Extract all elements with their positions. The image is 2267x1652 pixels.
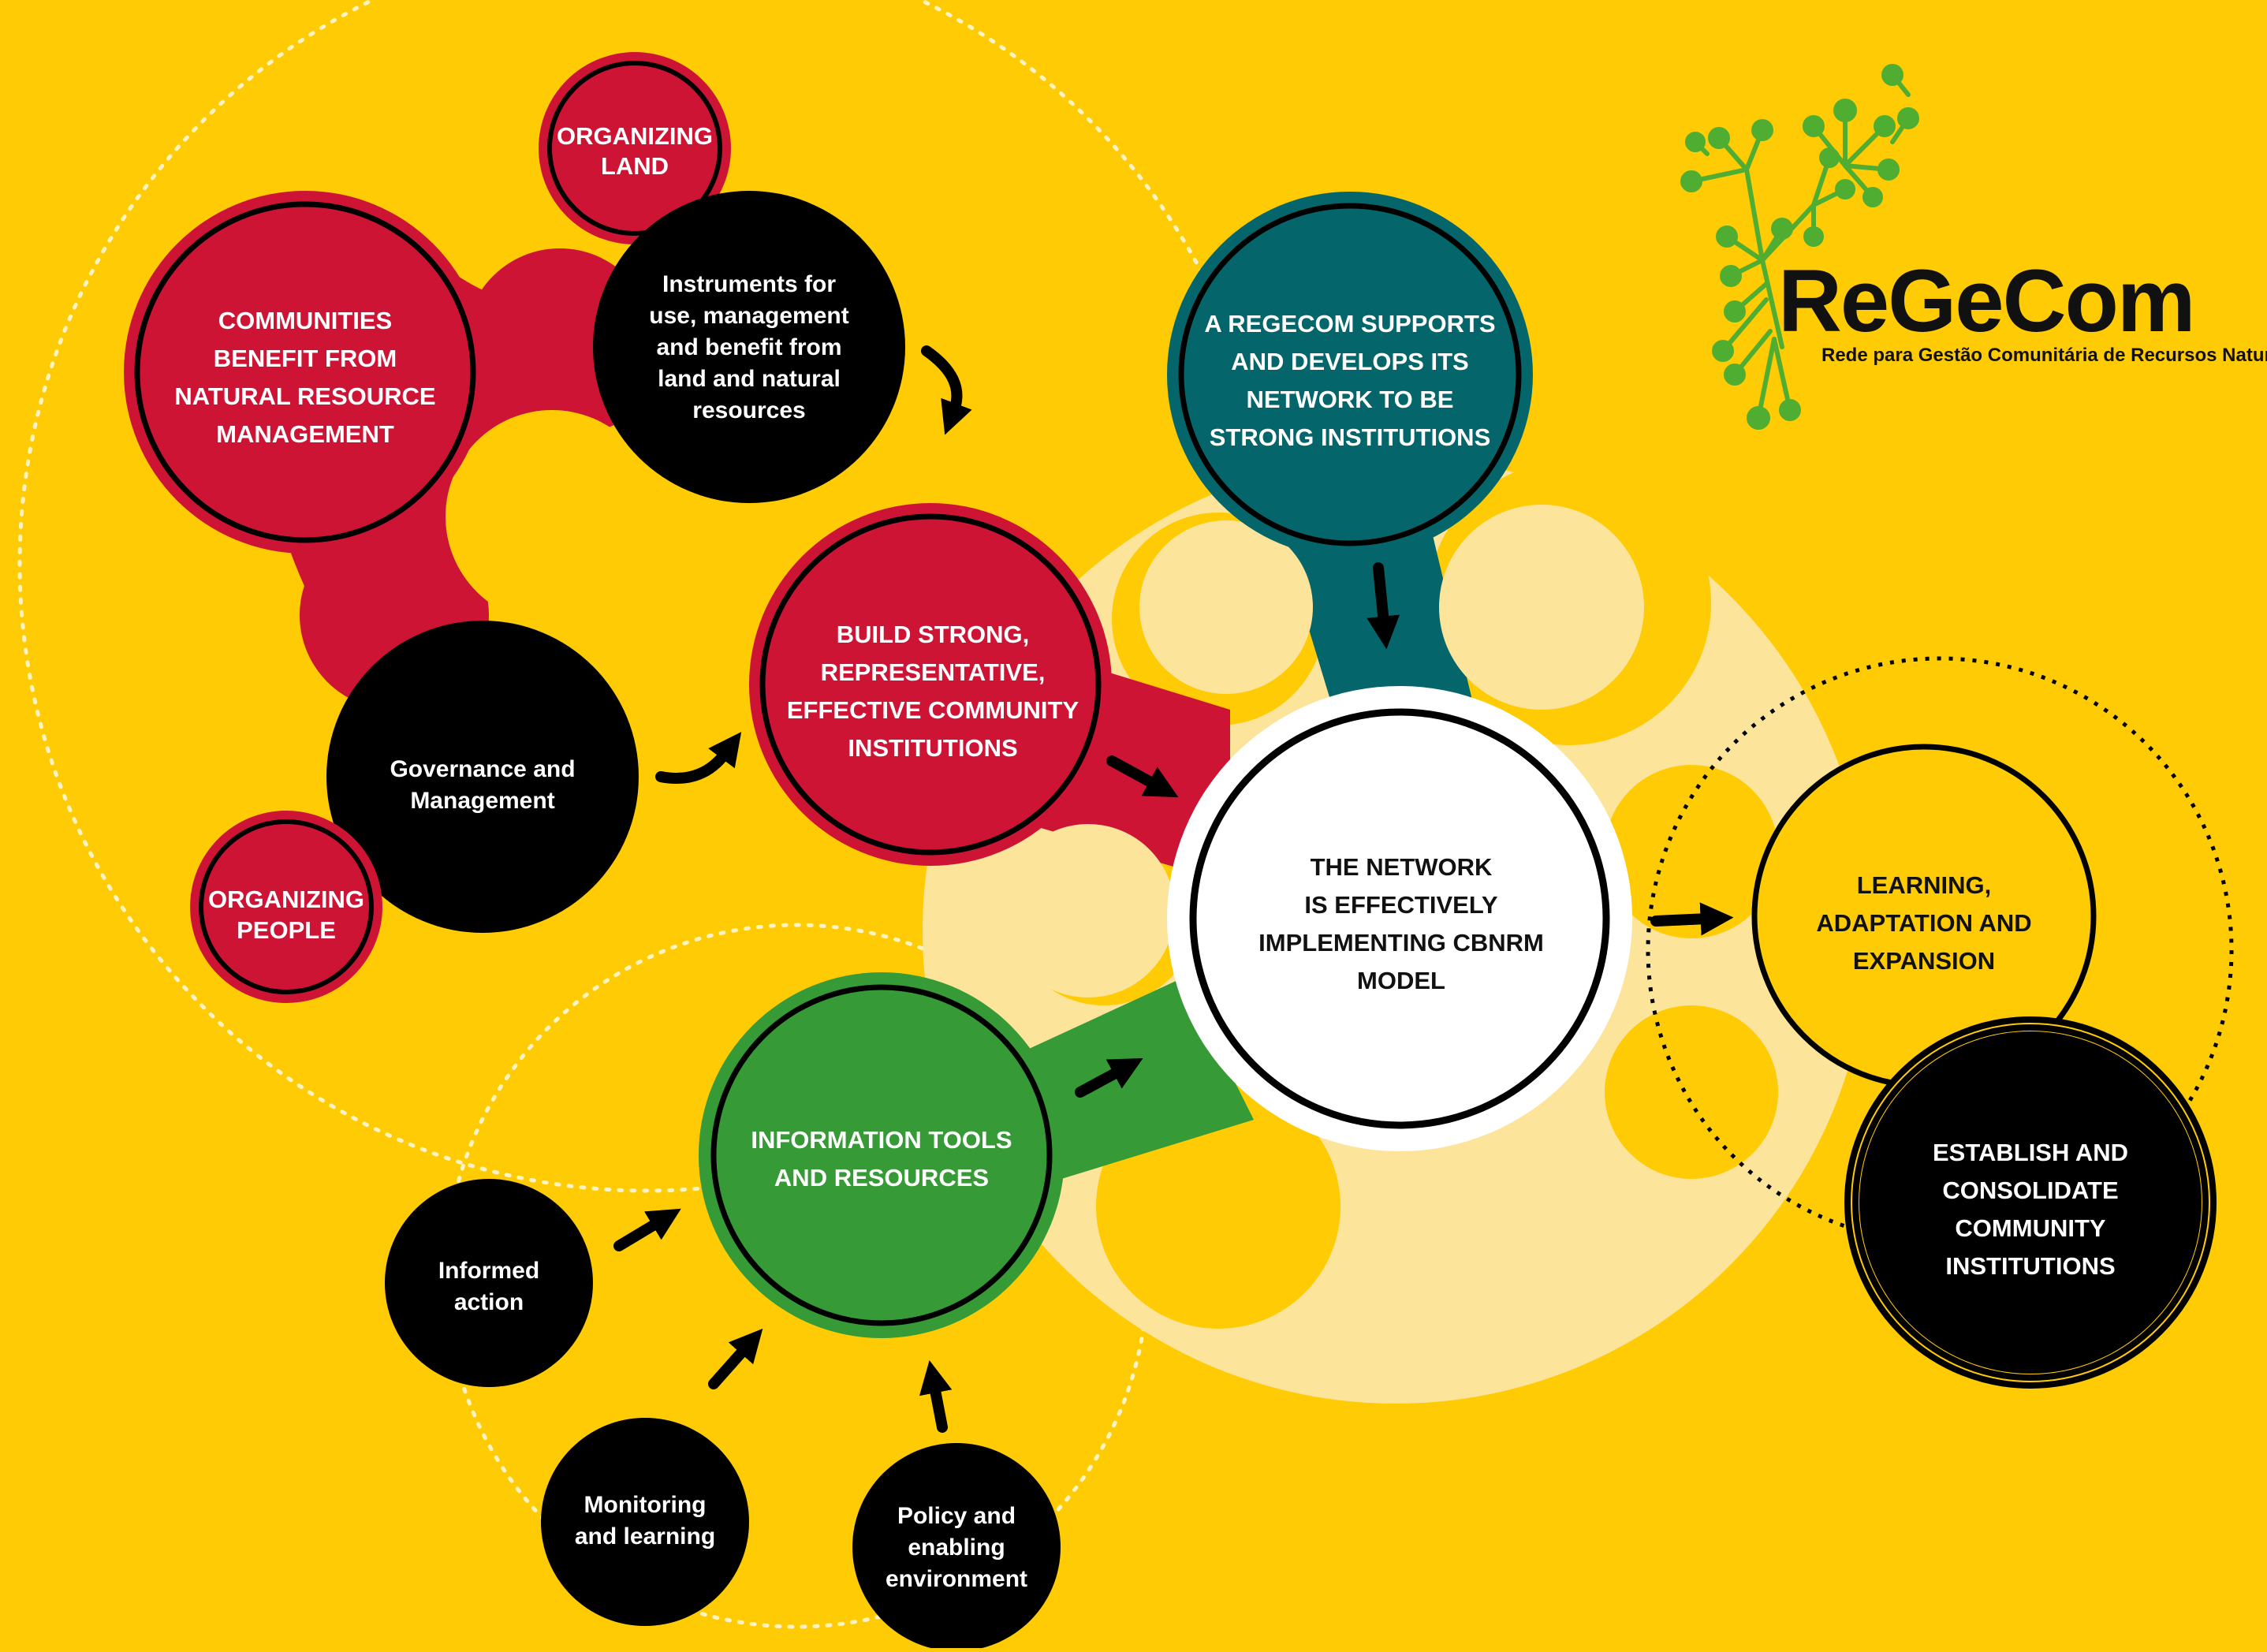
logo-wordmark: ReGeCom: [1778, 252, 2194, 350]
arrow-governance-right: [655, 732, 742, 784]
arrow-center-to-learning: [1650, 902, 1734, 936]
arrow-instruments-down: [921, 345, 972, 435]
logo: ReGeCom Rede para Gestão Comunitária de …: [1680, 64, 2267, 430]
teal-neck-hole-left: [1139, 520, 1313, 694]
bridge-hole: [1001, 824, 1175, 998]
arrow-build-to-center: [1106, 755, 1179, 798]
svg-text:BUILD STRONG,REPRESENTATIVE,EF: BUILD STRONG,REPRESENTATIVE,EFFECTIVE CO…: [787, 621, 1079, 762]
teal-neck-hole-right: [1439, 505, 1644, 710]
arrow-informed-to-info: [613, 1208, 681, 1251]
node-build-strong: BUILD STRONG,REPRESENTATIVE,EFFECTIVE CO…: [749, 503, 1112, 866]
guide-circle-right: [1646, 656, 2234, 1244]
arrow-teal-down: [1367, 562, 1400, 650]
logo-tagline: Rede para Gestão Comunitária de Recursos…: [1821, 345, 2267, 366]
sprout-burst-icon: [1680, 64, 1919, 430]
red-connector-hole: [446, 410, 658, 623]
arrow-policy-to-info: [919, 1360, 953, 1433]
arrow-monitoring-to-info: [708, 1328, 763, 1389]
arrow-info-to-center: [1075, 1058, 1143, 1098]
arrows: [613, 345, 1734, 1433]
